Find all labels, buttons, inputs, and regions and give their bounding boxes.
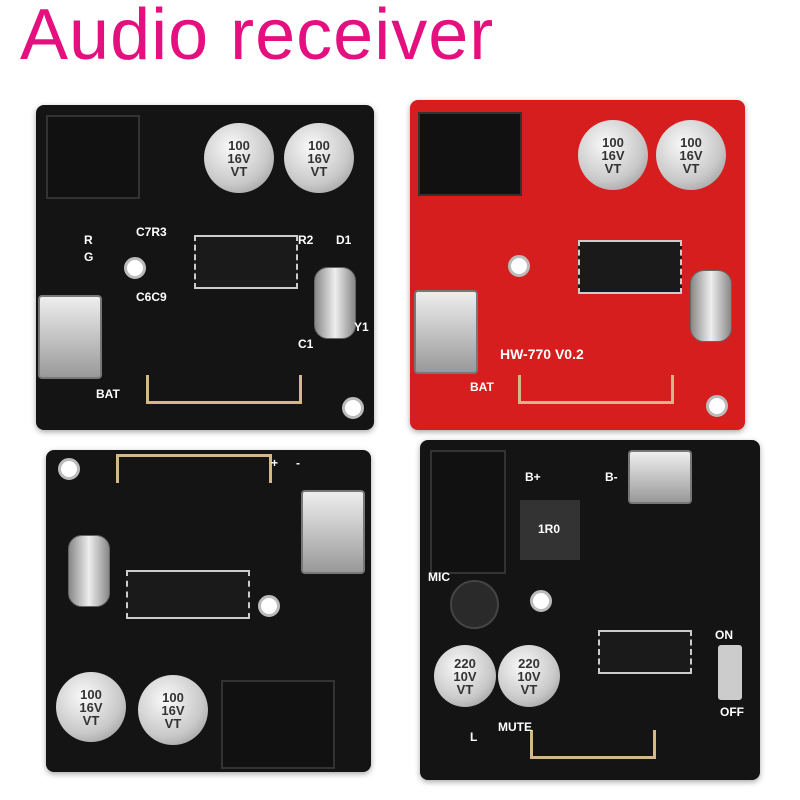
crystal [690, 270, 732, 342]
chip [194, 235, 298, 289]
capacitor: 220 10V VT [498, 645, 560, 707]
silk-label: OFF [720, 705, 744, 719]
crystal [68, 535, 110, 607]
audio-jack [221, 680, 335, 769]
silk-label: C1 [298, 337, 314, 351]
silk-label: R [84, 233, 93, 247]
microphone [450, 580, 499, 629]
mount-hole [508, 255, 530, 277]
silk-label: L [470, 730, 478, 744]
capacitor: 100 16V VT [578, 120, 648, 190]
chip [578, 240, 682, 294]
antenna [146, 375, 302, 404]
audio-board-black-2: 100 16V VT 100 16V VT + - [46, 450, 371, 772]
capacitor: 100 16V VT [656, 120, 726, 190]
silk-label: D1 [336, 233, 352, 247]
capacitor: 100 16V VT [56, 672, 126, 742]
silk-label: BAT [470, 380, 494, 394]
audio-board-red: 100 16V VT 100 16V VT HW-770 V0.2 BAT [410, 100, 745, 430]
mount-hole [706, 395, 728, 417]
antenna [116, 454, 272, 483]
usb-c-port [301, 490, 365, 574]
silk-label: BAT [96, 387, 120, 401]
mount-hole [530, 590, 552, 612]
mount-hole [342, 397, 364, 419]
mount-hole [124, 257, 146, 279]
silk-label: + [271, 456, 279, 470]
slide-switch [718, 645, 742, 700]
silk-label: ON [715, 628, 733, 642]
mount-hole [58, 458, 80, 480]
capacitor: 100 16V VT [204, 123, 274, 193]
audio-board-black-1: 100 16V VT 100 16V VT R G C7R3 C6C9 R2 D… [36, 105, 374, 430]
chip [598, 630, 692, 674]
usb-port [414, 290, 478, 374]
audio-board-black-3: 1R0 220 10V VT 220 10V VT B+ B- MIC MUTE… [420, 440, 760, 780]
silk-label: Y1 [354, 320, 369, 334]
crystal [314, 267, 356, 339]
silk-label: MIC [428, 570, 450, 584]
capacitor: 100 16V VT [284, 123, 354, 193]
usb-port [628, 450, 692, 504]
capacitor: 220 10V VT [434, 645, 496, 707]
silk-label: B- [605, 470, 618, 484]
silk-label: HW-770 V0.2 [500, 346, 584, 362]
silk-label: 1R0 [538, 522, 561, 536]
antenna [530, 730, 656, 759]
silk-label: MUTE [498, 720, 532, 734]
usb-port [38, 295, 102, 379]
audio-jack [418, 112, 522, 196]
antenna [518, 375, 674, 404]
silk-label: - [296, 456, 300, 470]
silk-label: R2 [298, 233, 314, 247]
mount-hole [258, 595, 280, 617]
audio-jack [430, 450, 506, 574]
chip [126, 570, 250, 619]
inductor [520, 500, 580, 560]
silk-label: B+ [525, 470, 541, 484]
page-title: Audio receiver [20, 0, 495, 75]
silk-label: C7R3 [136, 225, 167, 239]
audio-jack [46, 115, 140, 199]
silk-label: C6C9 [136, 290, 167, 304]
capacitor: 100 16V VT [138, 675, 208, 745]
silk-label: G [84, 250, 94, 264]
